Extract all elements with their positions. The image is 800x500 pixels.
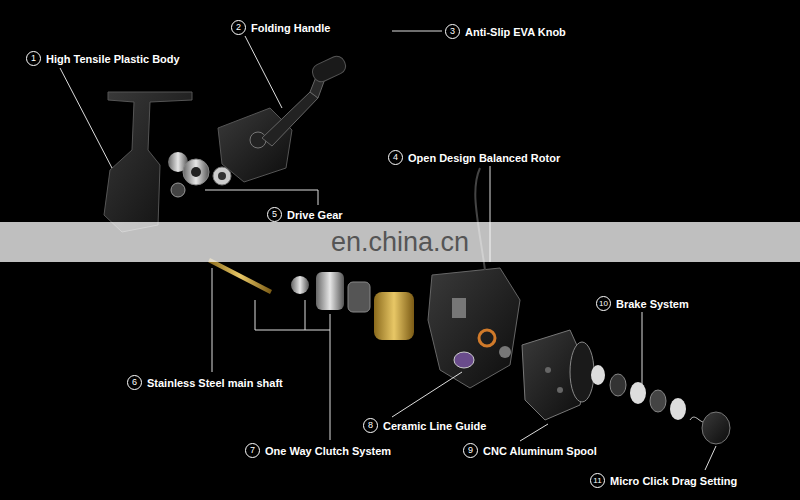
callout-number: 3 xyxy=(445,24,460,39)
part-name: Drive Gear xyxy=(287,209,343,221)
callout-number: 7 xyxy=(245,443,260,458)
callout-number: 8 xyxy=(363,418,378,433)
part-name: Open Design Balanced Rotor xyxy=(408,152,560,164)
callout: 5 Drive Gear xyxy=(267,207,343,222)
part-name: Ceramic Line Guide xyxy=(383,420,486,432)
part-name: Micro Click Drag Setting xyxy=(610,475,737,487)
callout-number: 10 xyxy=(596,296,611,311)
part-name: Stainless Steel main shaft xyxy=(147,377,283,389)
part-name: CNC Aluminum Spool xyxy=(483,445,597,457)
part-name: One Way Clutch System xyxy=(265,445,391,457)
callout: 8 Ceramic Line Guide xyxy=(363,418,486,433)
part-name: Folding Handle xyxy=(251,22,330,34)
callout: 11 Micro Click Drag Setting xyxy=(590,473,737,488)
part-name: High Tensile Plastic Body xyxy=(46,53,180,65)
callout-number: 4 xyxy=(388,150,403,165)
part-name: Brake System xyxy=(616,298,689,310)
callout: 3 Anti-Slip EVA Knob xyxy=(445,24,566,39)
callout: 7 One Way Clutch System xyxy=(245,443,391,458)
callout-number: 1 xyxy=(26,51,41,66)
callout: 2 Folding Handle xyxy=(231,20,330,35)
callout: 4 Open Design Balanced Rotor xyxy=(388,150,560,165)
callout: 1 High Tensile Plastic Body xyxy=(26,51,180,66)
callout-number: 2 xyxy=(231,20,246,35)
callout-number: 11 xyxy=(590,473,605,488)
callout: 10 Brake System xyxy=(596,296,689,311)
callout: 6 Stainless Steel main shaft xyxy=(127,375,283,390)
callout: 9 CNC Aluminum Spool xyxy=(463,443,597,458)
callout-number: 9 xyxy=(463,443,478,458)
callout-number: 5 xyxy=(267,207,282,222)
part-name: Anti-Slip EVA Knob xyxy=(465,26,566,38)
watermark: en.china.cn xyxy=(331,227,469,258)
callout-number: 6 xyxy=(127,375,142,390)
